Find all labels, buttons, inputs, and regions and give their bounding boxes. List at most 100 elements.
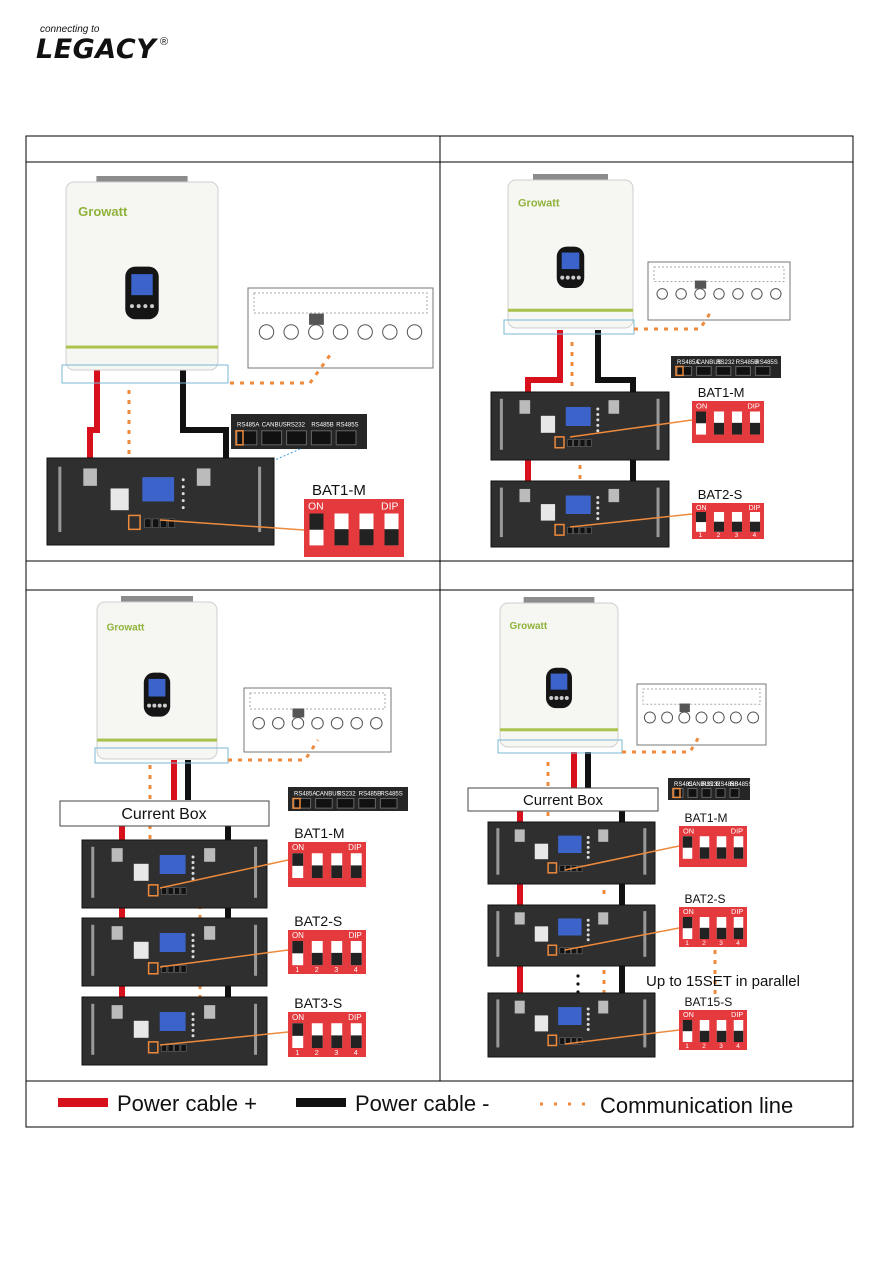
battery-role-label: BAT1-M bbox=[294, 825, 344, 841]
battery-dip-switch-highlight bbox=[554, 523, 565, 536]
battery-led-icon bbox=[596, 501, 600, 505]
io-panel-vents bbox=[642, 688, 761, 705]
dip-toggle-knob bbox=[749, 521, 761, 532]
battery-handle-left bbox=[58, 466, 62, 532]
inverter-accent-line bbox=[500, 728, 618, 732]
dip-toggle-knob bbox=[350, 952, 362, 966]
inverter-button-icon bbox=[560, 275, 565, 280]
battery-lcd bbox=[565, 406, 591, 426]
battery-port-icon bbox=[559, 1037, 565, 1045]
port-label: RS485B bbox=[311, 423, 333, 429]
battery-dip-switch-highlight bbox=[547, 862, 558, 874]
rj45-port-icon bbox=[754, 366, 771, 376]
dip-toggle-knob bbox=[350, 865, 362, 878]
battery-handle-left bbox=[496, 828, 500, 875]
port-label: RS485B bbox=[359, 792, 381, 798]
dip-toggle-knob bbox=[331, 1035, 343, 1048]
dip-pointer-line bbox=[159, 1031, 289, 1046]
dip-toggle-knob bbox=[292, 1023, 304, 1036]
dip-toggle-knob bbox=[713, 521, 725, 532]
port-label: RS232 bbox=[702, 782, 721, 788]
rj45-port-icon bbox=[673, 788, 684, 798]
dip-on-label: ON bbox=[696, 505, 707, 512]
battery-terminal-pos bbox=[519, 488, 531, 503]
battery-led-icon bbox=[586, 1022, 590, 1026]
legend-label-positive: Power cable + bbox=[117, 1091, 257, 1116]
dip-number-label: 2 bbox=[717, 532, 721, 539]
current-box-label: Current Box bbox=[523, 792, 604, 809]
inverter-bottom-highlight bbox=[503, 319, 635, 335]
battery-dip-switch-highlight bbox=[147, 884, 159, 897]
legend-swatch-positive bbox=[58, 1098, 108, 1107]
dip-pointer-line bbox=[564, 1029, 680, 1045]
dip-toggle-knob bbox=[331, 952, 343, 966]
io-connector-icon bbox=[675, 288, 687, 300]
battery-led-icon bbox=[191, 1012, 195, 1016]
inverter-bracket bbox=[121, 596, 193, 604]
battery-role-label: BAT1-M bbox=[698, 385, 745, 400]
dip-number-label: 4 bbox=[736, 1043, 740, 1050]
io-connector-icon bbox=[311, 716, 324, 730]
rj45-port-icon bbox=[335, 430, 357, 446]
battery-lcd bbox=[159, 932, 186, 952]
dip-dip-label: DIP bbox=[348, 1013, 362, 1022]
battery-led-icon bbox=[181, 499, 185, 503]
io-panel-vents bbox=[253, 292, 428, 314]
ellipsis-dot bbox=[576, 990, 580, 994]
battery-port-icon bbox=[577, 1037, 583, 1045]
battery-lcd bbox=[558, 918, 582, 936]
battery-led-icon bbox=[596, 423, 600, 427]
dip-dip-label: DIP bbox=[731, 826, 743, 835]
inverter-bottom-highlight bbox=[497, 739, 623, 754]
port-label: CANBUS bbox=[688, 782, 713, 788]
inverter-button-icon bbox=[147, 703, 152, 708]
dip-toggle-knob bbox=[311, 1035, 323, 1048]
io-comm-port-icon bbox=[309, 313, 324, 325]
inverter-lcd bbox=[550, 673, 568, 690]
battery-module bbox=[46, 457, 275, 546]
dip-dip-label: DIP bbox=[381, 501, 398, 512]
rj45-port-icon bbox=[701, 788, 712, 798]
io-connector-icon bbox=[729, 711, 742, 724]
legend-label-negative: Power cable - bbox=[355, 1091, 490, 1116]
dip-dip-label: DIP bbox=[747, 402, 760, 411]
battery-terminal-neg bbox=[196, 468, 211, 486]
dip-on-label: ON bbox=[292, 843, 304, 852]
parallel-limit-note: Up to 15SET in parallel bbox=[646, 973, 800, 990]
dip-dip-label: DIP bbox=[731, 1010, 743, 1019]
battery-port-icon bbox=[577, 865, 583, 872]
battery-lcd bbox=[159, 1011, 186, 1031]
battery-module bbox=[490, 391, 670, 461]
battery-port-icon bbox=[161, 1044, 167, 1052]
dip-dip-label: DIP bbox=[349, 931, 362, 940]
battery-breaker-switch bbox=[534, 926, 549, 942]
battery-terminal-neg bbox=[204, 1005, 216, 1019]
io-connector-icon bbox=[694, 288, 706, 300]
inverter-io-panel bbox=[647, 261, 791, 321]
inverter-accent-line bbox=[97, 738, 217, 742]
dip-toggle-knob bbox=[733, 927, 744, 939]
io-connector-icon bbox=[643, 711, 656, 724]
port-label: RS485A bbox=[237, 423, 259, 429]
dip-toggle-knob bbox=[682, 836, 693, 848]
dip-toggle-knob bbox=[682, 917, 693, 929]
port-label: RS232 bbox=[716, 360, 735, 366]
port-label: RS485S bbox=[336, 423, 358, 429]
battery-breaker-switch bbox=[133, 941, 149, 959]
battery-port-icon bbox=[577, 947, 583, 955]
dip-toggle-knob bbox=[311, 865, 323, 878]
io-connector-icon bbox=[258, 324, 275, 340]
port-label: RS485S bbox=[730, 782, 752, 788]
rj45-port-icon bbox=[358, 798, 376, 809]
dip-toggle-knob bbox=[699, 1030, 710, 1042]
battery-port-icon bbox=[573, 439, 580, 447]
battery-role-label: BAT2-S bbox=[684, 892, 725, 906]
dip-toggle-knob bbox=[733, 1030, 744, 1042]
dip-on-label: ON bbox=[292, 931, 304, 940]
battery-led-icon bbox=[586, 1012, 590, 1016]
battery-port-icon bbox=[161, 965, 167, 973]
battery-role-label: BAT3-S bbox=[294, 995, 342, 1011]
